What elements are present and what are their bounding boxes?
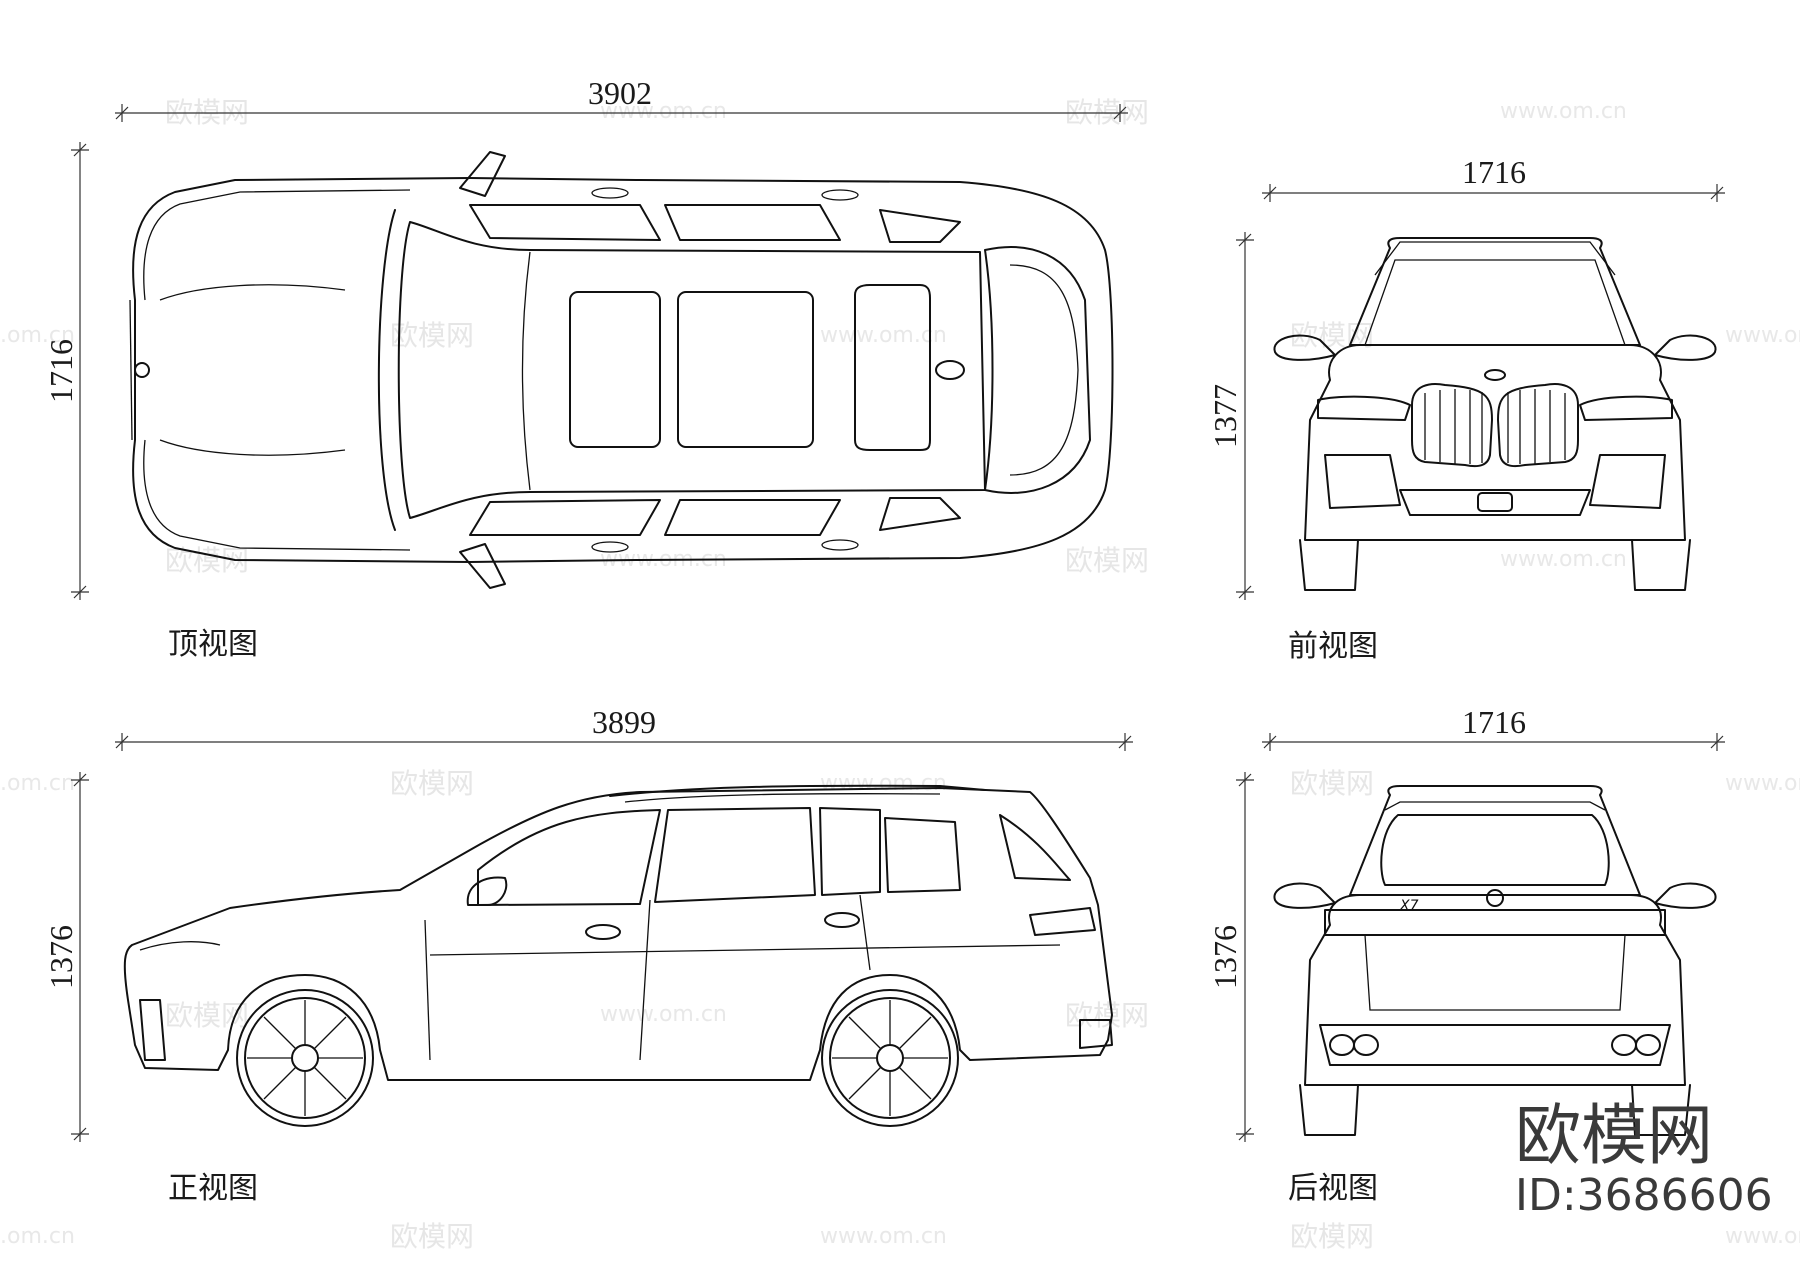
front-width-dimension: 1716 [1262,154,1725,202]
brand-mark: 欧模网 ID:3686606 [1515,1097,1773,1221]
watermark-brand: 欧模网 [390,1220,474,1253]
watermark-site: www.om.cn [600,99,727,124]
side-height-dimension: 1376 [43,772,89,1142]
side-height-label: 1376 [43,925,79,989]
watermark-layer: 欧模网 www.om.cn 欧模网 www.om.cn .om.cn 欧模网 w… [0,96,1800,1253]
top-view-caption: 顶视图 [168,627,258,662]
rear-height-dimension: 1376 [1207,772,1254,1142]
rear-width-dimension: 1716 [1262,704,1725,751]
model-badge: X7 [1399,898,1419,914]
front-view: 1716 1377 [1207,154,1725,664]
watermark-site: www.om.cn [1500,99,1627,124]
watermark-site: www.om.cn [1725,1224,1800,1249]
front-view-caption: 前视图 [1288,629,1378,664]
top-width-dimension: 1716 [43,142,89,600]
watermark-site: www.om.cn [820,1224,947,1249]
side-car-drawing [123,784,1113,1127]
watermark-site: www.om.cn [1725,771,1800,796]
top-width-label: 1716 [43,339,79,403]
watermark-site: www.om.cn [820,771,947,796]
watermark-site: .om.cn [0,1224,75,1249]
front-car-drawing [1273,237,1717,591]
side-length-dimension: 3899 [115,704,1133,751]
top-car-drawing [129,151,1114,589]
rear-car-drawing: X7 [1273,785,1717,1136]
top-length-dimension: 3902 [115,75,1128,122]
side-view: 3899 1376 [43,704,1133,1206]
watermark-brand: 欧模网 [390,319,474,352]
asset-id: ID:3686606 [1515,1170,1773,1221]
watermark-brand: 欧模网 [1290,767,1374,800]
watermark-site: .om.cn [0,323,75,348]
watermark-brand: 欧模网 [165,999,249,1032]
front-width-label: 1716 [1462,154,1526,190]
front-height-dimension: 1377 [1207,232,1254,600]
top-length-label: 3902 [588,75,652,111]
side-view-caption: 正视图 [168,1171,258,1206]
watermark-site: www.om.cn [1500,547,1627,572]
rear-width-label: 1716 [1462,704,1526,740]
watermark-site: www.om.cn [600,1002,727,1027]
rear-view: 1716 1376 X7 [1207,704,1725,1206]
brand-name: 欧模网 [1515,1097,1713,1174]
watermark-brand: 欧模网 [1290,1220,1374,1253]
rear-height-label: 1376 [1207,925,1243,989]
watermark-site: www.om.cn [820,323,947,348]
watermark-brand: 欧模网 [1065,544,1149,577]
watermark-site: .om.cn [0,771,75,796]
watermark-brand: 欧模网 [390,767,474,800]
watermark-site: www.om.cn [1725,323,1800,348]
watermark-brand: 欧模网 [1065,999,1149,1032]
side-front-wheel [236,989,374,1127]
rear-view-caption: 后视图 [1288,1171,1378,1206]
top-view: 3902 1716 [43,75,1128,662]
side-rear-wheel [821,989,959,1127]
front-height-label: 1377 [1207,384,1243,448]
side-length-label: 3899 [592,704,656,740]
